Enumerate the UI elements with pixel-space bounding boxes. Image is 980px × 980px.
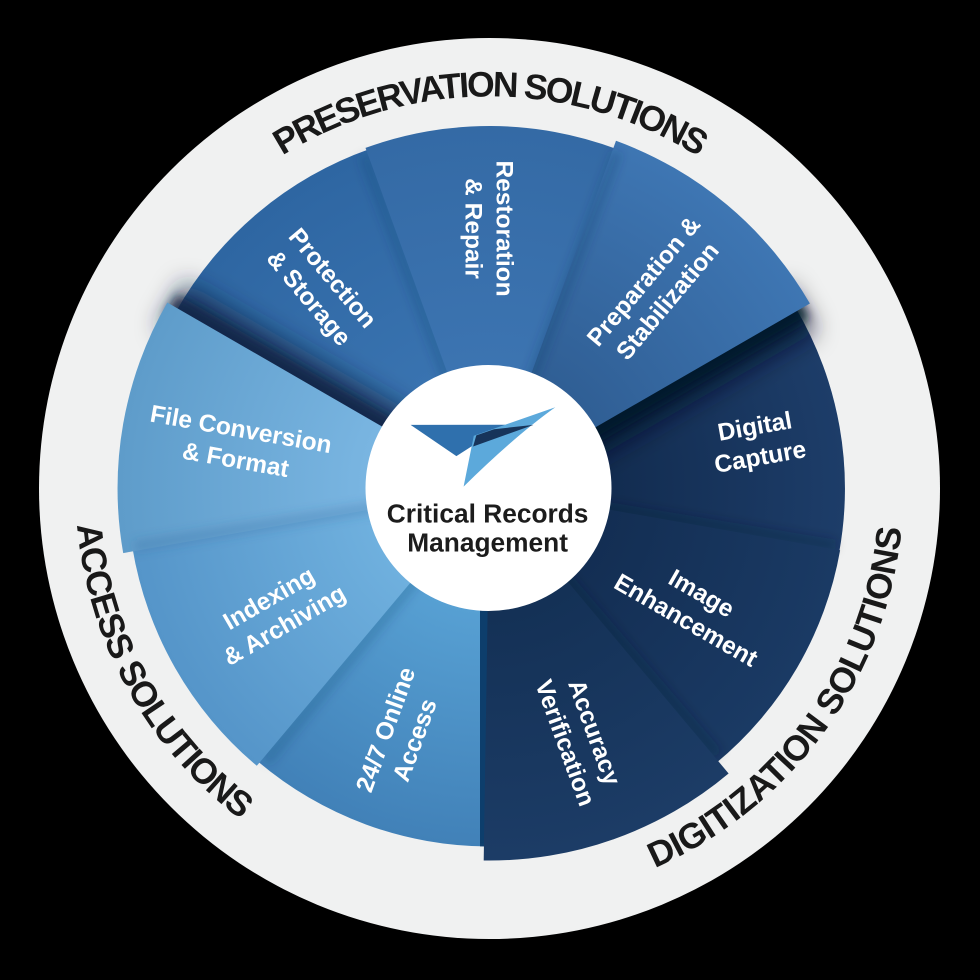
svg-text:& Repair: & Repair (460, 178, 487, 279)
svg-text:Critical Records: Critical Records (387, 498, 589, 528)
svg-text:Restoration: Restoration (491, 160, 518, 296)
svg-text:Management: Management (407, 528, 568, 558)
